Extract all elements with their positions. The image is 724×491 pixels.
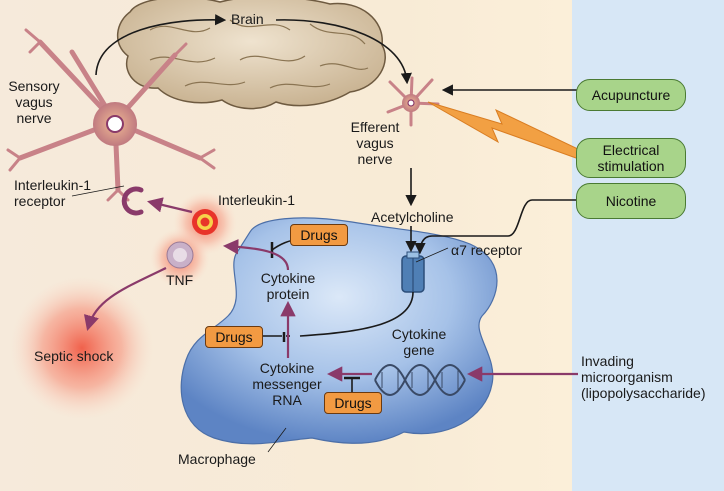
cytokine-mrna-line-1: Cytokine: [259, 360, 315, 376]
efferent-neuron-icon: [386, 76, 440, 127]
tnf-molecule-icon: [166, 241, 194, 269]
electrical-stimulation-line-1: Electrical: [602, 142, 660, 158]
septic-shock-glow: [10, 276, 154, 420]
arrow-protein-to-cytokines: [222, 239, 290, 271]
efferent-vagus-nerve-line-2: vagus: [356, 135, 394, 151]
arrow-tnf-to-septic-shock: [83, 267, 167, 331]
alpha7-receptor-label: α7 receptor: [451, 242, 523, 258]
dna-helix-icon: [374, 364, 466, 396]
interleukin-receptor-line-1: Interleukin-1: [14, 177, 92, 193]
electrical-stimulation-line-2: stimulation: [597, 158, 665, 174]
tnf-label: TNF: [166, 272, 194, 288]
sensory-vagus-nerve-line-3: nerve: [16, 110, 52, 126]
efferent-vagus-nerve-line-3: nerve: [357, 151, 393, 167]
acetylcholine-label: Acetylcholine: [371, 209, 454, 225]
invading-line-1: Invading: [581, 353, 634, 369]
cytokine-mrna-line-3: RNA: [272, 392, 302, 408]
cytokine-protein-line-1: Cytokine: [260, 270, 316, 286]
interleukin-receptor-icon: [121, 186, 144, 216]
interleukin-label: Interleukin-1: [218, 192, 296, 208]
invading-line-2: microorganism: [581, 369, 673, 385]
cytokine-gene-line-2: gene: [403, 342, 435, 358]
drugs-protein-box: Drugs: [290, 224, 348, 246]
arrow-sensory-to-brain: [95, 14, 227, 76]
drugs-transcription-box: Drugs: [324, 392, 382, 414]
sensory-neuron-icon: [6, 28, 216, 202]
sensory-vagus-nerve-line-2: vagus: [15, 94, 53, 110]
efferent-vagus-nerve-label: Efferent vagus nerve: [336, 119, 414, 167]
interleukin-molecule-icon: [192, 209, 218, 235]
arrow-nicotine: [414, 199, 576, 255]
cytokine-protein-line-2: protein: [266, 286, 310, 302]
line-receptor-inhibition: [299, 291, 414, 337]
sensory-vagus-nerve-line-1: Sensory: [8, 78, 60, 94]
acupuncture-pill: Acupuncture: [576, 79, 686, 111]
sensory-vagus-nerve-label: Sensory vagus nerve: [2, 78, 66, 126]
background-right-panel: [572, 0, 724, 491]
interleukin-receptor-label: Interleukin-1 receptor: [14, 177, 91, 209]
cytokine-gene-line-1: Cytokine: [391, 326, 447, 342]
electrical-stimulation-pill: Electrical stimulation: [576, 138, 686, 178]
interleukin-receptor-line-2: receptor: [14, 193, 66, 209]
arrow-brain-to-efferent: [275, 19, 412, 85]
brain-label: Brain: [231, 11, 264, 27]
cytokine-mrna-line-2: messenger: [252, 376, 322, 392]
cytokine-protein-label: Cytokine protein: [252, 270, 324, 302]
cytokine-mrna-label: Cytokine messenger RNA: [244, 360, 330, 408]
septic-shock-label: Septic shock: [34, 348, 114, 364]
efferent-vagus-nerve-line-1: Efferent: [350, 119, 400, 135]
cytokine-gene-label: Cytokine gene: [381, 326, 457, 358]
pointer-lines: [71, 185, 449, 453]
alpha7-receptor-icon: [401, 251, 425, 293]
purple-arrows: [83, 197, 578, 382]
arrow-interleukin-to-receptor: [147, 197, 193, 214]
nicotine-pill: Nicotine: [576, 183, 686, 219]
brain-icon: [117, 0, 386, 110]
invading-line-3: (lipopolysaccharide): [581, 385, 706, 401]
drugs-translation-box: Drugs: [205, 326, 263, 348]
macrophage-label: Macrophage: [178, 451, 256, 467]
invading-microorganism-label: Invading microorganism (lipopolysacchari…: [581, 353, 706, 401]
